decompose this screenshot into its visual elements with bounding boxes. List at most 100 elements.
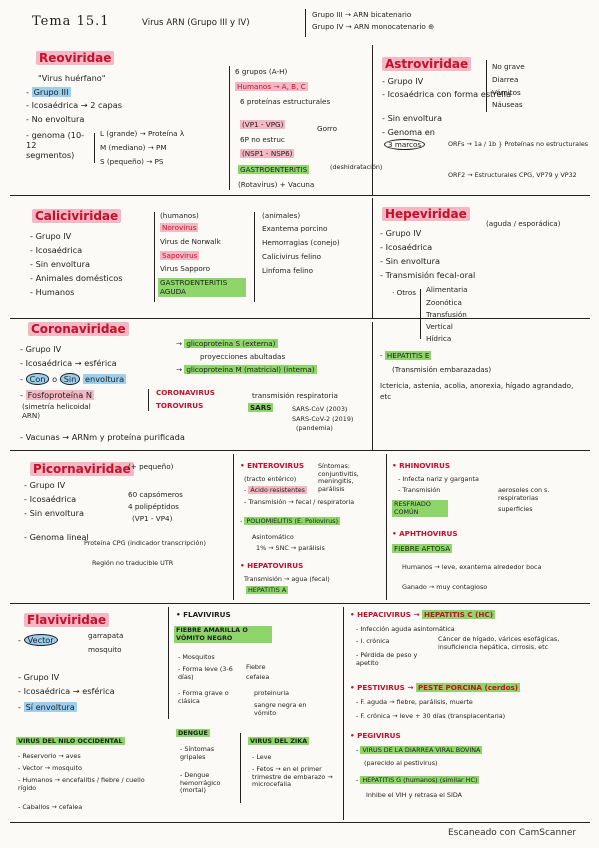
flavivirus-line: - Forma leve (3-6 días) — [178, 665, 233, 681]
calici-animal: Exantema porcino — [262, 224, 328, 233]
nilo-title: VIRUS DEL NILO OCCIDENTAL — [16, 737, 125, 745]
reo-groups: 6 grupos (A-H) — [235, 67, 288, 76]
page-subtitle: Virus ARN (Grupo III y IV) — [142, 18, 250, 28]
reo-groups: Humanos → A, B, C — [235, 82, 308, 91]
hepe-symptoms: Ictericia, astenia, acolia, anorexia, hí… — [380, 381, 574, 401]
calici-humans: (humanos) — [160, 211, 199, 220]
enterovirus-title: • ENTEROVIRUS — [240, 461, 305, 470]
pesti-line: - F. crónica → leve + 30 días (transplac… — [356, 712, 506, 720]
hepacivirus-title: • HEPACIVIRUS → HEPATITIS C (HC) — [350, 610, 495, 619]
polio-line: Asintomático — [252, 533, 294, 541]
nilo-line: - Humanos → encefalitis / fiebre / cuell… — [18, 776, 145, 792]
flavivirus-line: - Forma grave o clásica — [178, 689, 229, 705]
corona-glyco: proyecciones abultadas — [200, 352, 286, 361]
pegivirus-title: • PEGIVIRUS — [350, 731, 401, 740]
astro-orf: ORFs → 1a / 1b } Proteínas no estructura… — [448, 140, 589, 148]
nilo-line: - Vector → mosquito — [18, 764, 82, 772]
astro-line: - Icosaédrica con forma estrella — [382, 89, 512, 99]
astro-clinical: No grave — [492, 62, 525, 71]
pestivirus-title: • PESTIVIRUS → PESTE PORCINA (cerdos) — [350, 683, 521, 692]
astro-marcos: 3 marcos — [384, 139, 426, 150]
astro-clinical: Náuseas — [492, 100, 523, 109]
flavi-line: - Sí envoltura — [18, 702, 77, 712]
calici-line: - Icosaédrica — [30, 245, 83, 255]
rhino-line: superficies — [498, 505, 533, 513]
hepe-otro: Hídrica — [426, 334, 452, 343]
picorna-note: (+ pequeño) — [128, 462, 174, 471]
corona-line: - Icosaédrica → esférica — [20, 358, 117, 368]
astro-line: - Sin envoltura — [382, 113, 442, 123]
hepatovirus-trans: Transmisión → agua (fecal) — [244, 575, 330, 583]
flavivirus-grave: sangre negra en vómito — [254, 701, 307, 717]
hepe-note: (aguda / esporádica) — [486, 219, 561, 228]
reo-line: - Icosaédrica → 2 capas — [26, 100, 123, 110]
astro-clinical: Diarrea — [492, 75, 519, 84]
calici-line: - Grupo IV — [30, 231, 72, 241]
aphtho-line: Humanos → leve, exantema alrededor boca — [402, 563, 542, 571]
group3-note: Grupo III → ARN bicatenario — [312, 10, 412, 19]
reo-genome: - genoma (10-12 segmentos) — [26, 130, 85, 160]
nilo-line: - Reservorio → aves — [18, 752, 81, 760]
hepe-line: - Sin envoltura — [380, 256, 440, 266]
calici-animals-label: (animales) — [262, 211, 301, 220]
reo-gastro: GASTROENTERITIS — [238, 165, 310, 174]
pegi-hepg: - HEPATITIS G (humanos) (similar HC) — [356, 776, 480, 784]
reo-bracket: Gorro — [317, 124, 337, 133]
calici-animal: Linfoma felino — [262, 266, 314, 275]
rhinovirus-title: • RHINOVIRUS — [392, 461, 451, 470]
calici-sapo: Sapovirus — [160, 251, 200, 260]
picorna-genome: Región no traducible UTR — [92, 559, 174, 567]
hepe-line: - Grupo IV — [380, 228, 422, 238]
entero-line: - Ácido resistentes — [244, 486, 307, 494]
pegi-hepg-note: Inhibe el VIH y retrasa el SIDA — [366, 791, 463, 799]
reo-proteins: 6 proteínas estructurales — [240, 97, 331, 106]
zika-line: - Leve — [252, 753, 272, 761]
hepe-hepatitis: - HEPATITIS E — [380, 351, 432, 360]
reo-line: "Virus huérfano" — [38, 73, 106, 83]
group4-note: Grupo IV → ARN monocatenario ⊕ — [312, 22, 435, 31]
hepaci-cronica-text: Cáncer de hígado, várices esofágicas, in… — [438, 635, 560, 651]
corona-sars-item: (pandemia) — [296, 424, 333, 432]
reo-branch: S (pequeño) → PS — [100, 157, 164, 166]
picorna-capsid: (VP1 - VP4) — [132, 514, 173, 523]
picornaviridae-title: Picornaviridae — [30, 462, 134, 476]
corona-sars: SARS — [248, 403, 274, 412]
calici-animal: Hemorragias (conejo) — [262, 238, 340, 247]
corona-glyco: → glicoproteína M (matricial) (interna) — [176, 365, 317, 374]
hepe-line: - Icosaédrica — [380, 242, 433, 252]
entero-line: (tracto entérico) — [244, 475, 297, 483]
reo-proteins: (NSP1 - NSP6) — [240, 149, 295, 158]
flavivirus-grave: proteinuria — [254, 689, 290, 697]
rhino-trans: aerosoles con s. respiratorias — [498, 486, 550, 502]
corona-trans: transmisión respiratoria — [252, 391, 338, 400]
hepe-otros: · Otros — [392, 288, 416, 297]
reo-proteins: (VP1 - VPG) — [240, 120, 286, 129]
hepe-otro: Vertical — [426, 322, 453, 331]
picorna-line: - Grupo IV — [24, 480, 66, 490]
calici-line: - Animales domésticos — [30, 273, 123, 283]
flavi-vector-item: garrapata — [88, 631, 124, 640]
corona-genus: CORONAVIRUS — [156, 388, 215, 397]
hepe-otro: Alimentaria — [426, 285, 468, 294]
coronaviridae-title: Coronaviridae — [28, 322, 129, 336]
corona-line: - Fosfoproteína N — [20, 390, 94, 400]
page-title: Tema 15.1 — [32, 14, 110, 29]
picorna-line: - Icosaédrica — [24, 494, 77, 504]
pegi-diarrea: - VIRUS DE LA DIARREA VIRAL BOVINA — [356, 746, 483, 754]
aphthovirus-title: • APHTHOVIRUS — [392, 529, 458, 538]
rhino-line: - Infecta nariz y garganta — [398, 475, 479, 483]
dengue-title: DENGUE — [176, 729, 210, 737]
hepeviridae-title: Hepeviridae — [382, 207, 470, 221]
scanner-watermark: Escaneado con CamScanner — [448, 828, 577, 838]
flaviviridae-title: Flaviviridae — [24, 613, 110, 627]
corona-glyco: → glicoproteína S (externa) — [176, 339, 278, 348]
polio: - POLIOMIELITIS (E. Poliovirus) — [240, 517, 341, 525]
calici-noro: Norovirus — [160, 223, 199, 232]
reo-proteins: 6P no estruc — [240, 135, 285, 144]
corona-line: - Grupo IV — [20, 344, 62, 354]
astroviridae-title: Astroviridae — [382, 57, 472, 71]
hepaci-cronica: - I. crónica — [356, 637, 390, 645]
zika-title: VIRUS DEL ZIKA — [248, 737, 310, 745]
picorna-capsid: 4 polipéptidos — [128, 502, 179, 511]
astro-orf: ORF2 → Estructurales CPG, VP79 y VP32 — [448, 171, 577, 179]
